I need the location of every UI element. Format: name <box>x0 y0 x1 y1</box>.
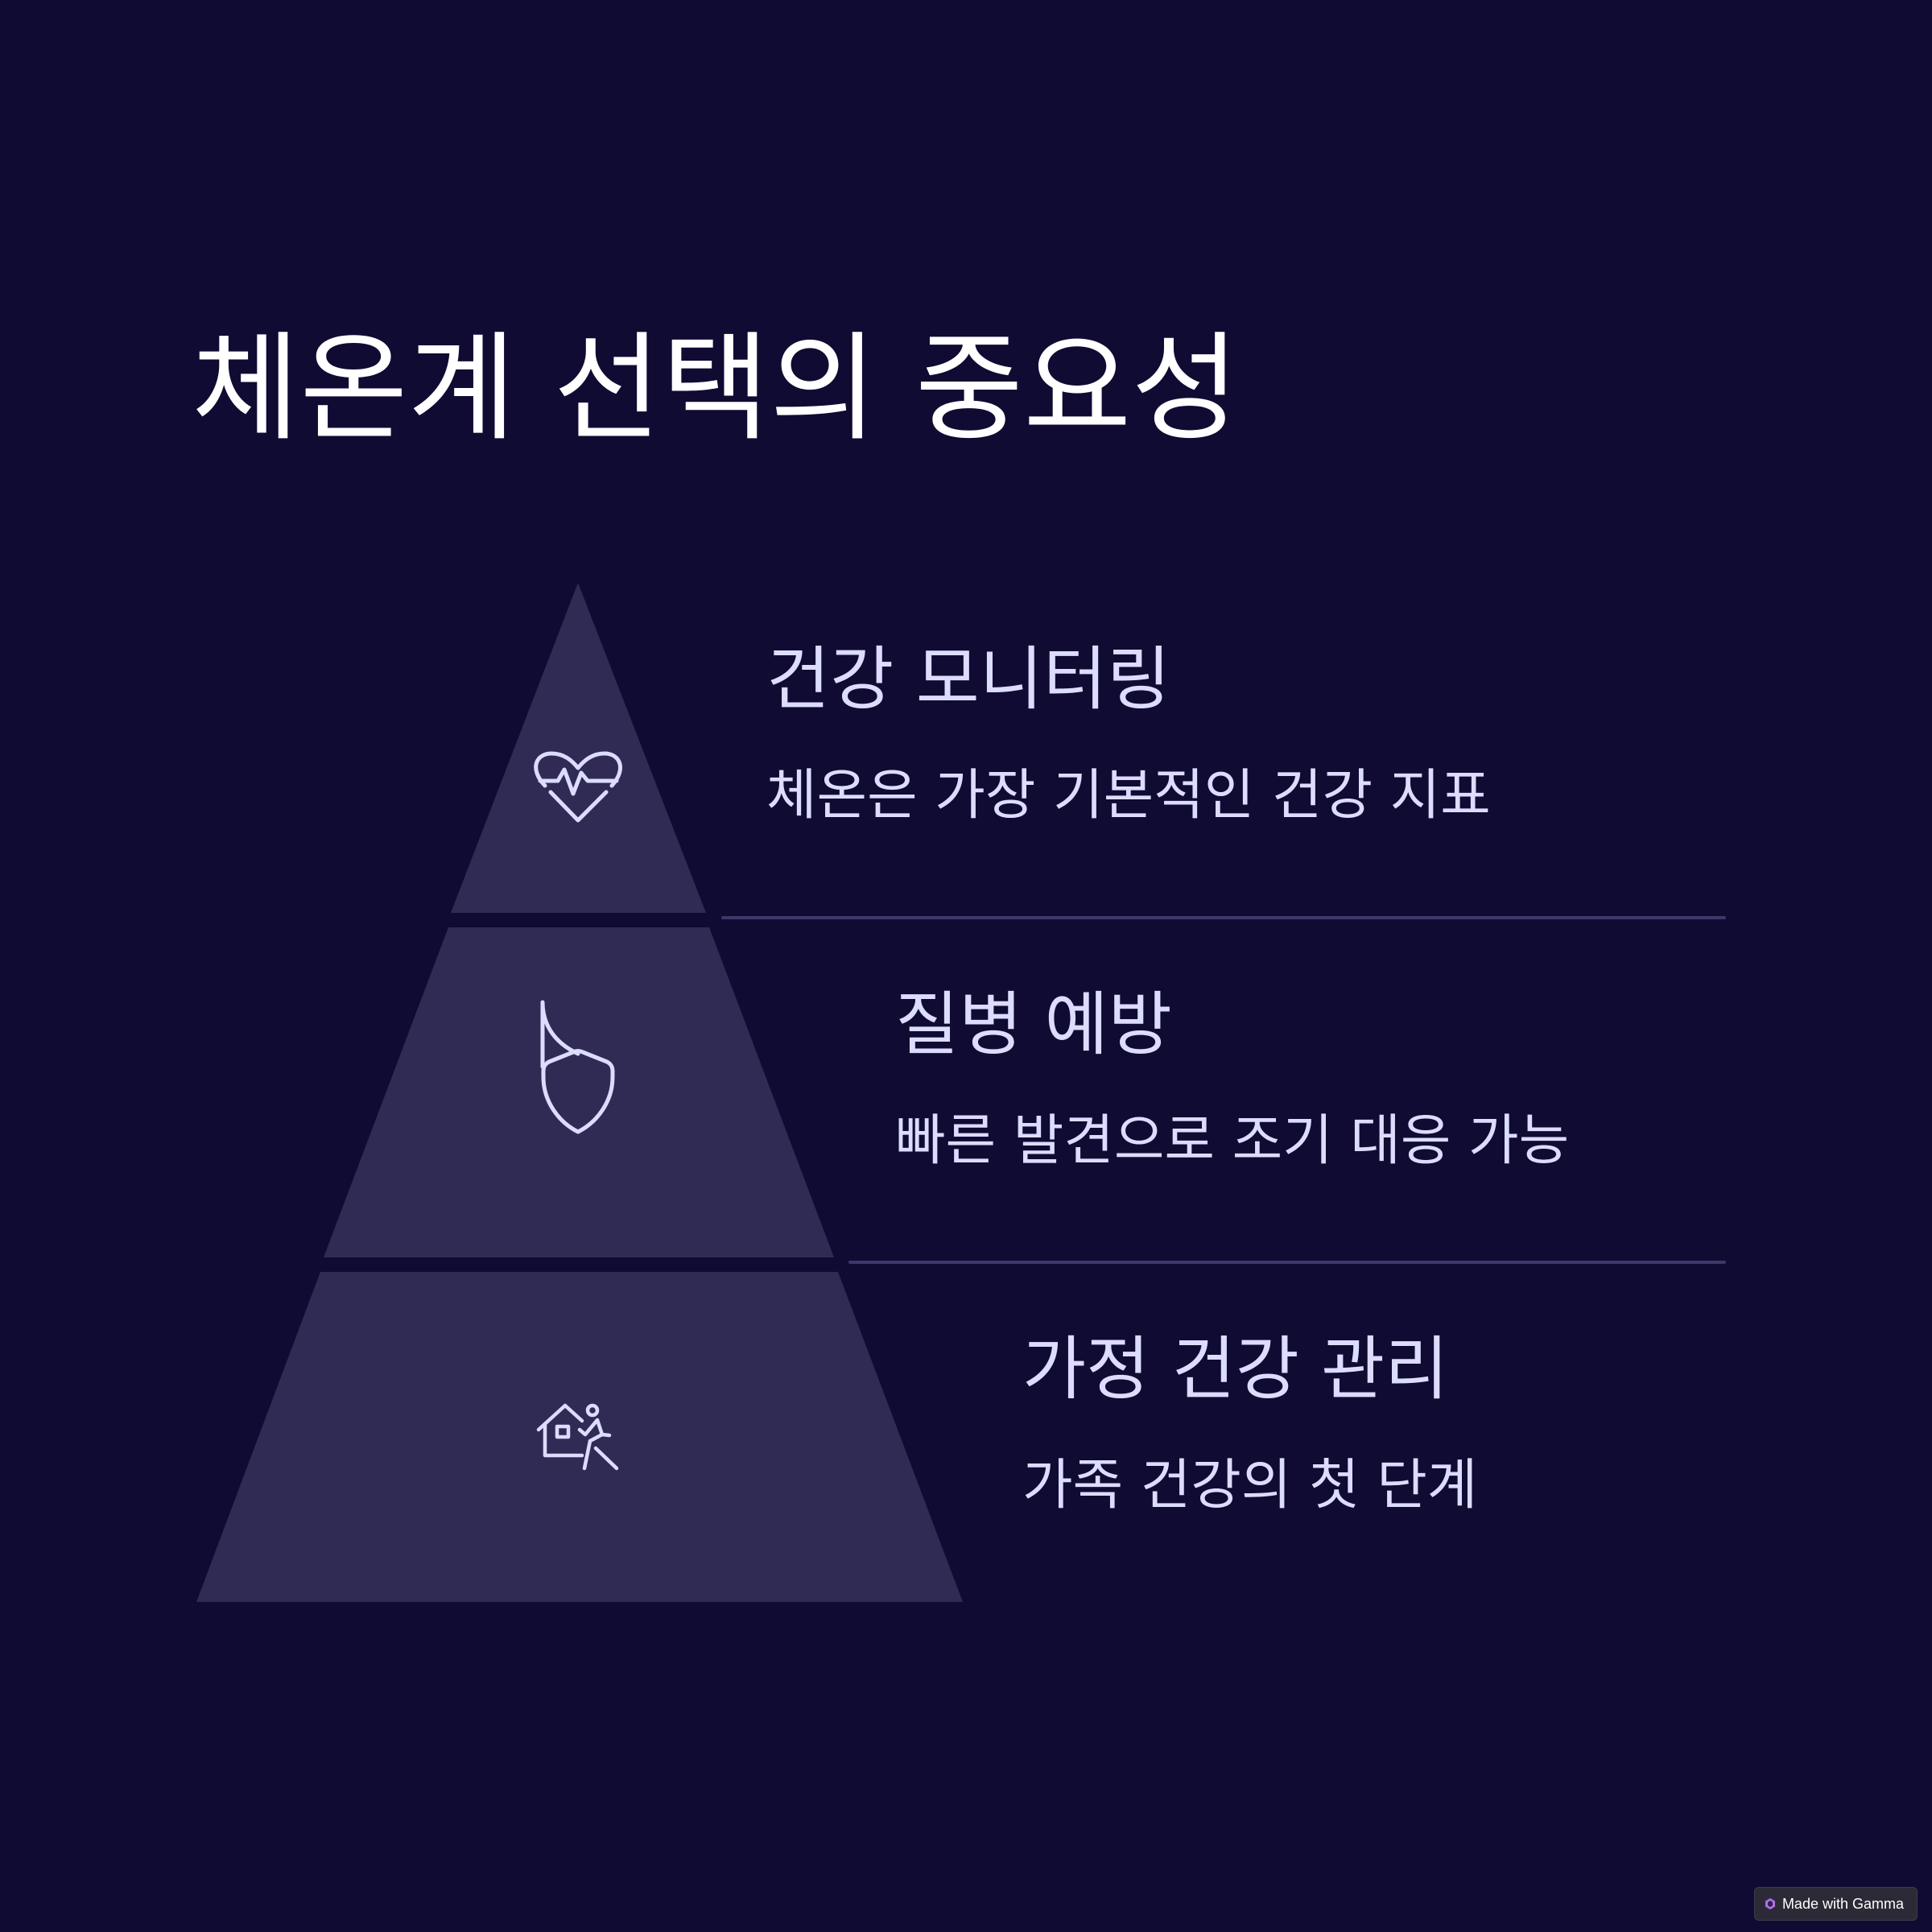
tier-description-home-health: 가족 건강의 첫 단계 <box>1022 1454 1478 1517</box>
page-title: 체온계 선택의 중요성 <box>192 320 1240 457</box>
tier-description-health-monitoring: 체온은 가장 기본적인 건강 지표 <box>766 764 1491 828</box>
shield-outline-icon <box>541 1049 615 1134</box>
house-person-icon <box>536 1403 619 1471</box>
made-with-gamma-badge[interactable]: Made with Gamma <box>1753 1887 1918 1921</box>
badge-label: Made with Gamma <box>1781 1895 1904 1912</box>
tier-heading-disease-prevention: 질병 예방 <box>895 985 1172 1065</box>
pyramid-tier-middle <box>324 927 834 1257</box>
tier-description-disease-prevention: 빠른 발견으로 조기 대응 가능 <box>895 1109 1570 1173</box>
heart-pulse-icon <box>534 751 622 823</box>
tier-divider-2 <box>848 1261 1726 1264</box>
tier-heading-health-monitoring: 건강 모니터링 <box>766 639 1171 720</box>
pyramid-tier-bottom <box>196 1272 963 1602</box>
tier-heading-home-health: 가정 건강 관리 <box>1022 1329 1449 1410</box>
pyramid-tier-top <box>451 583 706 913</box>
gamma-logo-icon <box>1765 1898 1775 1909</box>
tier-divider-1 <box>721 916 1726 919</box>
shield-icon <box>540 1000 580 1067</box>
